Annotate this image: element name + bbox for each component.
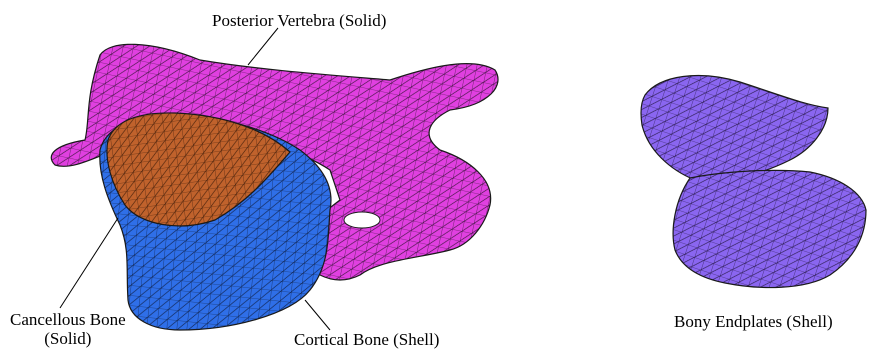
label-posterior-vertebra: Posterior Vertebra (Solid)	[212, 11, 386, 30]
label-cancellous-bone-line2: (Solid)	[10, 329, 126, 348]
leader-line-cortical	[305, 300, 330, 330]
label-bony-endplates: Bony Endplates (Shell)	[674, 312, 833, 331]
leader-line-posterior	[248, 28, 278, 65]
label-cancellous-bone-line1: Cancellous Bone	[10, 310, 126, 329]
bony-endplates	[641, 76, 866, 288]
leader-line-cancellous	[60, 218, 118, 308]
label-cortical-bone: Cortical Bone (Shell)	[294, 330, 439, 349]
label-cancellous-bone: Cancellous Bone (Solid)	[10, 310, 126, 348]
